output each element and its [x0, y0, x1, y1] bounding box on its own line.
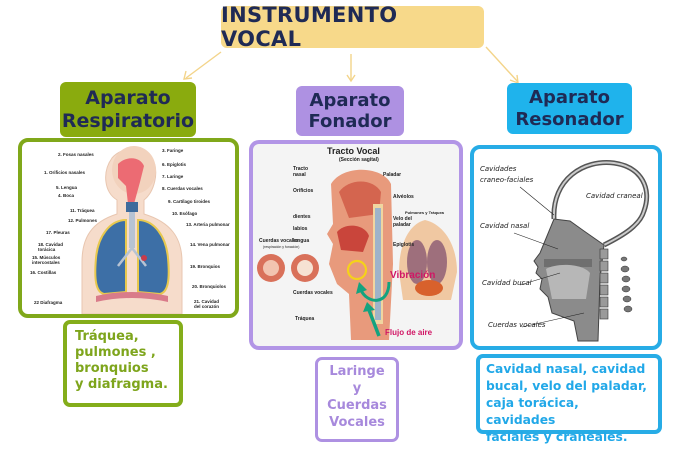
description-line: faciales y craneales. [486, 430, 628, 444]
vibration-label: Vibración [390, 270, 436, 281]
label-cavidad-bucal: Cavidad bucal [482, 279, 532, 287]
header-aparato-resonador: Aparato Resonador [507, 83, 632, 134]
header-line-1: Aparato [309, 89, 391, 111]
header-aparato-fonador: Aparato Fonador [296, 86, 404, 136]
airflow-label: Flujo de aire [385, 328, 433, 337]
label-cartilago-tiroides: 9. Cartílago tiroides [168, 199, 211, 204]
label-cavidad-craneal: Cavidad craneal [586, 192, 643, 200]
label-faringe: 3. Faringe [162, 148, 184, 153]
label-bronquios: 19. Bronquios [190, 264, 221, 269]
label-cuerdas-vocales: 8. Cuerdas vocales [162, 186, 203, 191]
description-resonador: Cavidad nasal, cavidad bucal, velo del p… [476, 354, 662, 444]
label-fosas-nasales: 2. Fosas nasales [58, 152, 94, 157]
label-dientes: dientes [293, 214, 311, 220]
head-sagittal-illustration [513, 160, 650, 342]
label-cuerdas-vocales: Cuerdas vocales [488, 321, 546, 329]
label-paladar: Paladar [383, 172, 402, 178]
label-bronquiolos: 20. Bronquiolos [192, 284, 227, 289]
label-pulmones-traquea: Pulmones y Tráquea [405, 210, 444, 215]
label-musculos-intercostales: 15. Músculos intercostales [32, 255, 61, 265]
label-pulmones: 12. Pulmones [68, 218, 98, 223]
label-velo-del-paladar: Velo del paladar [393, 216, 412, 228]
vocal-tract-title: Tracto Vocal [327, 146, 380, 156]
label-lengua: lengua [293, 238, 310, 244]
description-line: y diafragma. [75, 377, 168, 392]
label-cavidad-nasal: Cavidad nasal [480, 222, 530, 230]
label-cavidad-toracica: 18. Cavidad torácica [38, 242, 64, 252]
header-line-2: Fonador [308, 111, 392, 132]
label-traquea: 11. Tráquea [70, 208, 95, 213]
label-costillas: 16. Costillas [30, 270, 57, 275]
resonator-system-image: Cavidades craneo-faciales Cavidad cranea… [470, 145, 662, 350]
description-line: bronquios [75, 361, 149, 376]
label-vena-pulmonar: 14. Vena pulmonar [190, 242, 230, 247]
header-line-1: Aparato [529, 87, 610, 109]
label-cavidad-corazon: 21. Cavidad del corazón [194, 299, 220, 309]
header-line-2: Respiratorio [61, 109, 195, 132]
label-craneo-faciales: craneo-faciales [480, 176, 534, 184]
label-orificios: Orificios [293, 188, 314, 194]
label-arteria-pulmonar: 13. Arteria pulmonar [186, 222, 230, 227]
label-alveolos: Alvéolos [393, 194, 414, 200]
header-aparato-respiratorio: Aparato Respiratorio [60, 82, 196, 137]
description-line: pulmones , [75, 345, 156, 360]
label-traquea: Tráquea [295, 316, 315, 322]
label-orificios-nasales: 1. Orificios nasales [44, 170, 86, 175]
label-epiglotis: 6. Epiglotis [162, 162, 187, 167]
description-line: caja torácica, cavidades [486, 396, 579, 427]
description-fonador: Laringe y Cuerdas Vocales [315, 357, 399, 442]
label-boca: 4. Boca [58, 193, 75, 198]
page-title: INSTRUMENTO VOCAL [221, 3, 398, 51]
title-box: INSTRUMENTO VOCAL [221, 3, 484, 51]
description-line: Tráquea, [75, 329, 139, 344]
label-laringe: 7. Laringe [162, 174, 184, 179]
label-pleuras: 17. Pleuras [46, 230, 70, 235]
label-cuerdas-vocales: Cuerdas vocales [293, 290, 333, 296]
description-line: y [352, 381, 362, 396]
vocal-tract-image: Tracto Vocal (Sección sagital) Tracto na… [249, 140, 463, 350]
description-line: Vocales [329, 415, 385, 430]
description-line: Cavidad nasal, cavidad [486, 362, 646, 376]
inset-title: Cuerdas vocales [259, 238, 299, 244]
description-line: Laringe [329, 364, 385, 379]
description-line: bucal, velo del paladar, [486, 379, 647, 393]
label-cavidades: Cavidades [480, 165, 517, 173]
header-line-2: Resonador [515, 108, 624, 130]
respiratory-illustration [81, 146, 183, 314]
vocal-tract-subtitle: (Sección sagital) [339, 157, 379, 163]
label-esofago: 10. Esófago [172, 211, 198, 216]
label-labios: labios [293, 226, 308, 232]
description-respiratorio: Tráquea, pulmones , bronquios y diafragm… [63, 320, 183, 407]
label-lengua: 5. Lengua [56, 185, 78, 190]
description-line: Cuerdas [327, 398, 387, 413]
vocal-tract-illustration [257, 169, 457, 340]
header-line-1: Aparato [85, 87, 171, 110]
label-epiglotis: Epiglotis [393, 242, 415, 248]
inset-subtitle: (respiración y fonación) [263, 245, 300, 249]
label-tracto-nasal: Tracto nasal [293, 166, 309, 178]
label-diafragma: 22 Diafragma [34, 300, 63, 305]
respiratory-system-image: 2. Fosas nasales 1. Orificios nasales 5.… [18, 138, 239, 318]
